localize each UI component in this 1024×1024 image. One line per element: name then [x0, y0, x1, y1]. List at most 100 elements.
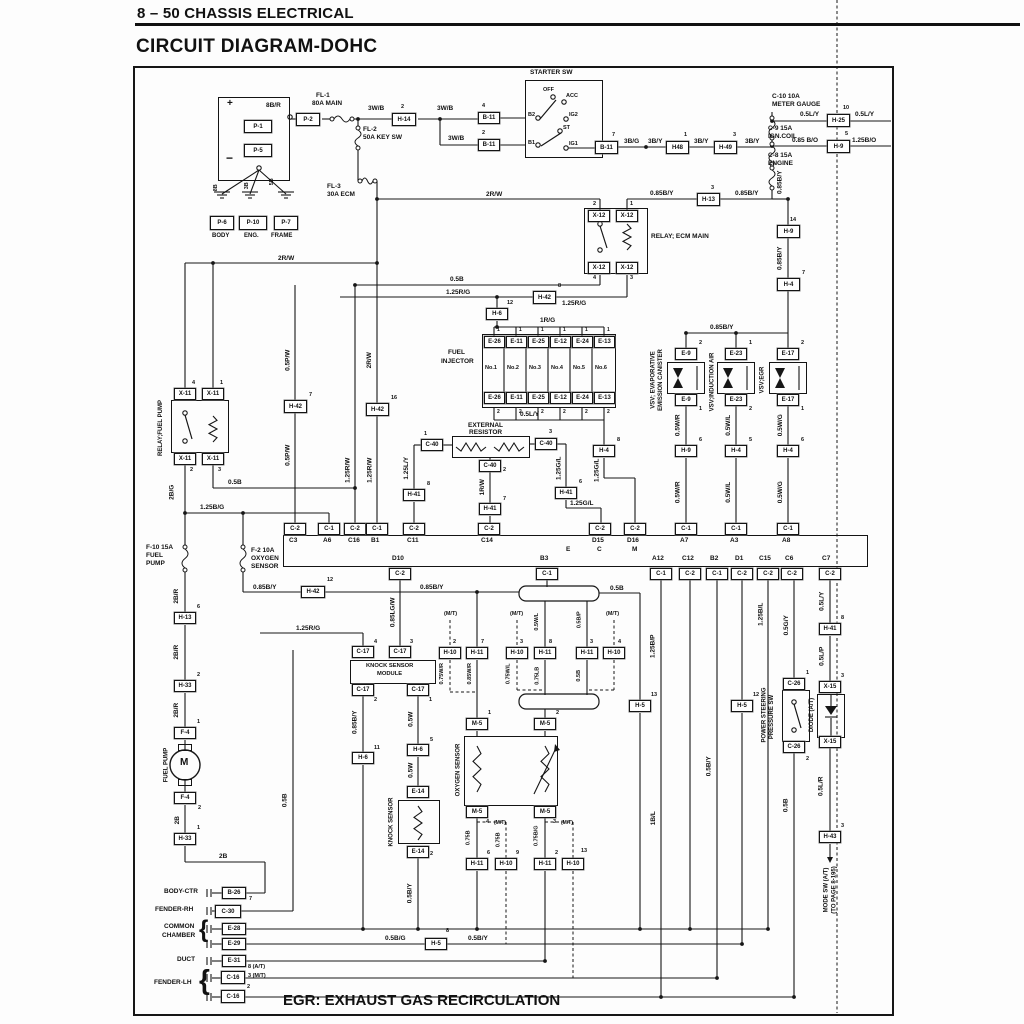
label: 8	[446, 928, 450, 934]
connector-box: C-17	[407, 684, 429, 696]
junction-dot	[475, 590, 479, 594]
junction-dot	[375, 197, 379, 201]
connector-box: M-5	[534, 806, 556, 818]
vertical-label: 1.25R/W	[365, 457, 373, 483]
vertical-label: 0.75B/G	[533, 825, 540, 846]
label: 5	[845, 131, 849, 137]
connector-box: C-1	[706, 568, 728, 580]
junction-dot	[416, 927, 420, 931]
label: ACC	[566, 93, 578, 99]
label: 1	[197, 719, 201, 725]
connector-box: H48	[666, 141, 689, 154]
label: ST	[563, 125, 571, 131]
connector-box: H-41	[555, 487, 577, 499]
connector-box: B-11	[595, 141, 618, 154]
connector-box: H-25	[827, 114, 850, 127]
connector-box: H-13	[697, 193, 720, 206]
connector-box: E-17	[777, 394, 799, 406]
vertical-label: 0.5B	[281, 792, 289, 807]
label: 7	[802, 270, 806, 276]
label: 1.25B/G	[200, 504, 225, 511]
label: 0.5B/G	[385, 935, 406, 942]
connector-box: H-6	[407, 744, 429, 756]
connector-box: H-6	[352, 752, 374, 764]
label: 3B/Y	[648, 138, 663, 145]
label: {	[199, 916, 209, 943]
vertical-label: 0.75B	[495, 832, 502, 848]
label: 1	[607, 327, 610, 333]
label: B1	[528, 140, 536, 146]
connector-box: E-31	[222, 955, 246, 967]
junction-dot	[792, 995, 796, 999]
connector-box: C-16	[221, 990, 245, 1003]
connector-box: E-25	[528, 392, 549, 404]
label: 1.25R/G	[446, 289, 471, 296]
label: 10	[843, 105, 850, 111]
connector-box: H-41	[403, 489, 425, 501]
label: A12	[652, 555, 664, 562]
connector-box: C-40	[479, 460, 501, 472]
label: FL-2	[363, 126, 377, 133]
connector-box: H-4	[777, 445, 799, 457]
connector-box: C-1	[366, 523, 388, 535]
label: 2	[190, 467, 194, 473]
connector-box: C-30	[215, 905, 241, 918]
connector-box: E-9	[675, 394, 697, 406]
label: 6	[197, 604, 201, 610]
vertical-label: 0.75W/R	[438, 663, 445, 685]
junction-dot	[786, 197, 790, 201]
label: M	[632, 546, 638, 553]
label: F-2 10A	[251, 547, 275, 554]
fuse-icon	[240, 567, 246, 573]
label: BODY	[212, 233, 230, 239]
vertical-label: 0.5W/L	[724, 414, 732, 436]
label: 3	[410, 639, 414, 645]
label: 8 (A/T)	[248, 964, 266, 970]
label: 3	[549, 429, 553, 435]
fuse-icon	[361, 177, 374, 185]
connector-box: C-1	[650, 568, 672, 580]
label: 12	[753, 692, 760, 698]
label: 2R/W	[278, 255, 295, 262]
vertical-label: 1B/L	[649, 810, 657, 825]
header-rule	[135, 23, 1020, 26]
valve-icon	[775, 378, 785, 388]
label: 1	[429, 697, 433, 703]
label: (M/T)	[510, 611, 524, 617]
vertical-label: 1R/W	[478, 478, 486, 495]
label: IGN.COIL	[768, 133, 797, 140]
label: 6	[487, 850, 491, 856]
label: 1.25G/L	[570, 500, 594, 507]
switch-arm	[184, 414, 193, 440]
resistor-icon	[207, 415, 219, 443]
connector-box: H-11	[466, 858, 488, 870]
fuse-icon	[329, 116, 335, 122]
label: M	[180, 757, 189, 768]
label: 2	[197, 672, 201, 678]
label: 0.85B/Y	[650, 190, 674, 197]
label: F-10 15A	[146, 544, 174, 551]
label: 2	[247, 984, 251, 990]
label: 1	[699, 406, 703, 412]
connector-box: C-16	[221, 971, 245, 984]
page-header: 8 – 50 CHASSIS ELECTRICAL	[137, 5, 354, 22]
label: 6	[699, 437, 703, 443]
contact-circle	[550, 94, 556, 100]
label: C12	[682, 555, 694, 562]
connector-box: E-13	[594, 392, 615, 404]
label: 3	[841, 673, 845, 679]
connector-box: M-5	[466, 806, 488, 818]
label: STARTER SW	[530, 69, 573, 76]
junction-dot	[715, 976, 719, 980]
label: C11	[407, 537, 419, 544]
label: 2	[497, 409, 500, 415]
vertical-label: 1.25R/W	[343, 457, 351, 483]
label: 12	[327, 577, 334, 583]
label: A8	[782, 537, 791, 544]
vertical-label: 0.5P/W	[283, 444, 291, 466]
junction-dot	[688, 927, 692, 931]
label: 2	[555, 850, 559, 856]
label: 3B/G	[624, 138, 640, 145]
connector-box: C-2	[781, 568, 803, 580]
connector-box: E-12	[550, 392, 571, 404]
